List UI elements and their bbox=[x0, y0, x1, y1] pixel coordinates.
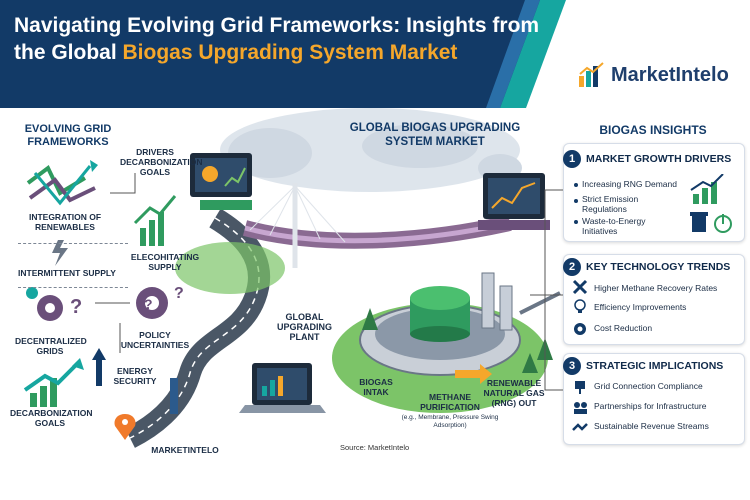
center-illustration bbox=[114, 108, 561, 448]
label-intermittent: INTERMITTENT SUPPLY bbox=[18, 268, 116, 278]
location-pin-icon bbox=[114, 414, 136, 440]
label-marketintelo: MARKETINTELO bbox=[151, 445, 219, 455]
label-biogas-intak: BIOGAS INTAK bbox=[359, 377, 393, 397]
monitor-chart-icon bbox=[478, 173, 550, 230]
svg-text:?: ? bbox=[70, 296, 82, 318]
brand-logo: MarketIntelo bbox=[578, 62, 729, 88]
panel-item: Waste-to-Energy Initiatives bbox=[582, 216, 646, 236]
source-note: Source: MarketIntelo bbox=[340, 443, 410, 452]
label-policy: POLICY UNCERTAINTIES bbox=[120, 330, 190, 350]
label-rng: RENEWABLE NATURAL GAS (RNG) OUT bbox=[483, 378, 545, 408]
divider-1 bbox=[18, 243, 128, 244]
page-title: Navigating Evolving Grid Frameworks: Ins… bbox=[14, 12, 574, 66]
panel-1-icons bbox=[690, 174, 732, 233]
label-energy-security: ENERGY SECURITY bbox=[113, 366, 157, 386]
panel-item: Grid Connection Compliance bbox=[594, 381, 703, 391]
panel-heading: STRATEGIC IMPLICATIONS bbox=[586, 360, 724, 372]
laptop-icon bbox=[239, 363, 326, 413]
signpost-icon bbox=[170, 378, 178, 414]
label-elec-supply: ELECOHITATING SUPPLY bbox=[130, 252, 200, 272]
panel-heading: MARKET GROWTH DRIVERS bbox=[586, 153, 732, 165]
energy-security-arrow-icon bbox=[92, 348, 106, 386]
center-section-title: GLOBAL BIOGAS UPGRADING SYSTEM MARKET bbox=[349, 122, 521, 148]
panel-item: Strict Emission Regulations bbox=[582, 194, 639, 214]
panel-number: 3 bbox=[563, 357, 581, 375]
panel-number: 1 bbox=[563, 150, 581, 168]
panel-item: Increasing RNG Demand bbox=[582, 179, 677, 189]
monitor-dashboard-icon bbox=[190, 153, 252, 210]
left-section-title: EVOLVING GRID FRAMEWORKS bbox=[24, 123, 112, 148]
panel-item: Cost Reduction bbox=[594, 323, 653, 333]
divider-2 bbox=[18, 287, 128, 288]
recycle-bin-icon bbox=[690, 212, 708, 232]
header-decoration bbox=[486, 0, 750, 108]
panel-item: Partnerships for Infrastructure bbox=[594, 401, 707, 411]
logo-chart-icon bbox=[579, 62, 604, 87]
panel-strategic: 3 STRATEGIC IMPLICATIONS Grid Connection… bbox=[563, 353, 745, 445]
right-section-title: BIOGAS INSIGHTS bbox=[599, 123, 707, 137]
panel-2-icons bbox=[572, 279, 588, 335]
gear-question-icon: ? bbox=[26, 287, 82, 321]
gas-pipe-icon bbox=[481, 272, 561, 331]
lightbulb-icon bbox=[574, 299, 586, 313]
panel-growth-drivers: 1 MARKET GROWTH DRIVERS Increasing RNG D… bbox=[563, 143, 745, 242]
logo-text: MarketIntelo bbox=[611, 63, 729, 86]
panel-item: Higher Methane Recovery Rates bbox=[594, 283, 718, 293]
panel-heading: KEY TECHNOLOGY TRENDS bbox=[586, 261, 731, 273]
panel-3-icons bbox=[572, 381, 588, 431]
label-methane-sub: (e.g., Membrane, Pressure Swing Adsorpti… bbox=[401, 414, 499, 429]
digester-tank-icon bbox=[410, 286, 470, 342]
panel-item: Efficiency Improvements bbox=[594, 302, 687, 312]
renewables-arrows-icon bbox=[26, 160, 98, 206]
power-icon bbox=[714, 214, 732, 233]
label-decarbonization: DECARBONIZATION GOALS bbox=[10, 408, 93, 428]
bar-chart-up-icon bbox=[133, 195, 177, 246]
header-banner: Navigating Evolving Grid Frameworks: Ins… bbox=[0, 0, 750, 108]
tools-icon bbox=[572, 279, 588, 295]
panel-tech-trends: 2 KEY TECHNOLOGY TRENDS Higher Methane R… bbox=[563, 254, 745, 345]
flow-arrow bbox=[455, 364, 492, 384]
handshake-icon bbox=[572, 423, 588, 431]
partnership-icon bbox=[574, 402, 587, 414]
grass-patch bbox=[175, 242, 285, 294]
label-integration: INTEGRATION OF RENEWABLES bbox=[28, 212, 102, 232]
gear-icon bbox=[574, 323, 586, 335]
panel-number: 2 bbox=[563, 258, 581, 276]
panel-item: Sustainable Revenue Streams bbox=[594, 421, 709, 431]
svg-text:?: ? bbox=[144, 296, 153, 312]
label-drivers: DRIVERS DECARBONIZATION GOALS bbox=[120, 147, 203, 177]
growth-arrow-icon bbox=[23, 358, 84, 407]
left-diagram: ? ? ? bbox=[23, 160, 184, 407]
svg-text:?: ? bbox=[174, 285, 184, 302]
panel-connectors bbox=[530, 189, 563, 391]
title-main: Navigating Evolving Grid Frameworks: Ins… bbox=[14, 14, 540, 64]
bridge-tower-icon bbox=[249, 183, 346, 268]
label-plant: GLOBAL UPGRADING PLANT bbox=[276, 312, 332, 342]
label-methane: METHANE PURIFICATION bbox=[420, 392, 480, 412]
plug-icon bbox=[575, 381, 585, 394]
title-highlight: Biogas Upgrading System Market bbox=[122, 41, 458, 64]
lightning-icon bbox=[52, 240, 68, 266]
gear-policy-icon: ? ? bbox=[136, 285, 184, 319]
growth-chart-icon bbox=[690, 174, 724, 204]
label-decentralized: DECENTRALIZED GRIDS bbox=[15, 336, 87, 356]
